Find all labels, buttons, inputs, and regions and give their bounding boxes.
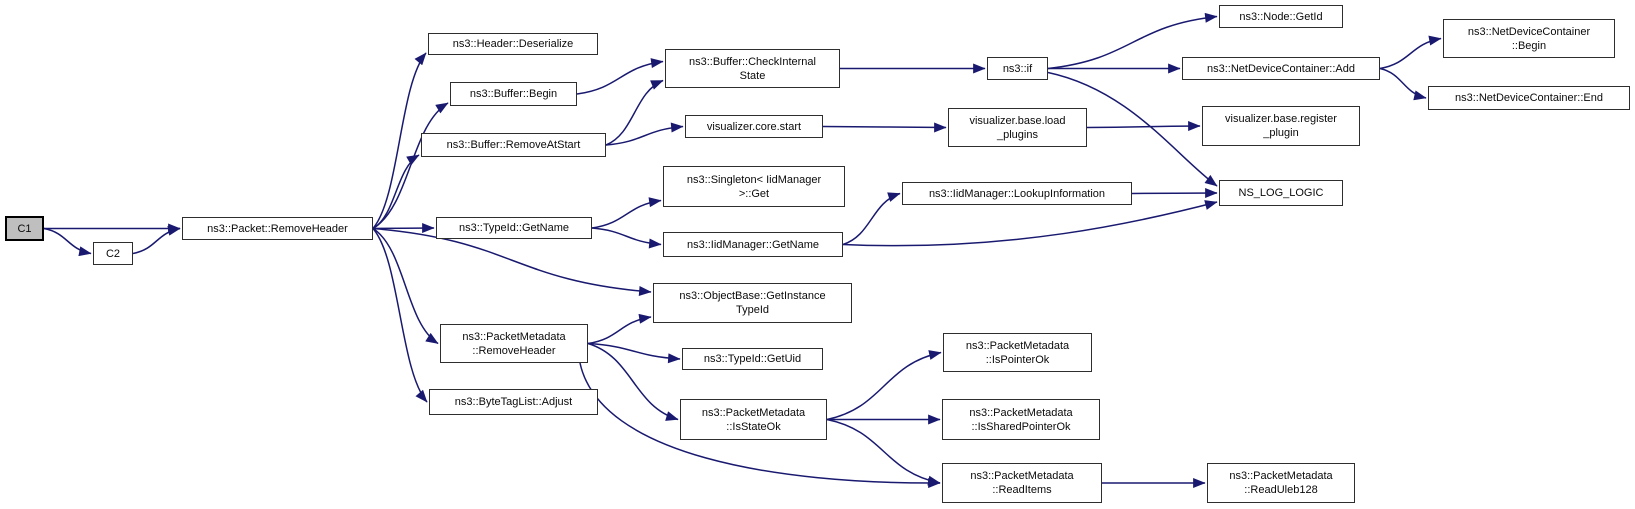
node-ns3-packetmetadata-issharedpointerok[interactable]: ns3::PacketMetadata ::IsSharedPointerOk (942, 399, 1100, 440)
edge-buffer_removeatstart-to-buffer_checkinternalstate (605, 79, 664, 146)
edge-packet_removeheader-to-header_deserialize (372, 52, 427, 229)
edge-pm_removeheader-to-objectbase_getinstancetypeid (587, 313, 652, 345)
node-c1: C1 (5, 216, 44, 241)
node-ns3-packetmetadata-isstateok[interactable]: ns3::PacketMetadata ::IsStateOk (680, 399, 827, 440)
edge-pm_isstateok-to-pm_readitems (826, 418, 941, 486)
node-ns3-buffer-removeatstart[interactable]: ns3::Buffer::RemoveAtStart (421, 133, 606, 157)
node-ns3-packetmetadata-ispointerok[interactable]: ns3::PacketMetadata ::IsPointerOk (943, 333, 1092, 372)
edge-c2-to-packet_removeheader (132, 225, 181, 255)
edge-vb_load_plugins-to-vb_register_plugin (1086, 121, 1201, 132)
edge-iid_lookupinformation-to-ns_log_logic (1131, 188, 1218, 199)
edge-buffer_begin-to-buffer_checkinternalstate (576, 58, 664, 95)
node-ns3-iidmanager-getname[interactable]: ns3::IidManager::GetName (663, 232, 843, 257)
edge-ns3_if-to-ns_log_logic (1047, 71, 1218, 187)
edge-iidmanager_getname-to-ns_log_logic (842, 200, 1218, 247)
node-ns3-typeid-getuid[interactable]: ns3::TypeId::GetUid (682, 348, 823, 370)
node-ns3-packetmetadata-removeheader[interactable]: ns3::PacketMetadata ::RemoveHeader (440, 324, 588, 363)
node-ns3-iidmanager-lookupinformation[interactable]: ns3::IidManager::LookupInformation (902, 182, 1132, 205)
edge-visualizer_core_start-to-vb_load_plugins (822, 122, 947, 133)
node-c2[interactable]: C2 (93, 242, 133, 265)
node-ns3-typeid-getname[interactable]: ns3::TypeId::GetName (436, 217, 592, 239)
node-ns3-header-deserialize[interactable]: ns3::Header::Deserialize (428, 33, 598, 55)
node-visualizer-core-start[interactable]: visualizer.core.start (685, 115, 823, 138)
node-ns3-packetmetadata-readuleb128[interactable]: ns3::PacketMetadata ::ReadUleb128 (1207, 463, 1355, 503)
node-ns3-packet-removeheader[interactable]: ns3::Packet::RemoveHeader (182, 217, 373, 240)
node-ns3-bytetaglist-adjust[interactable]: ns3::ByteTagList::Adjust (429, 389, 598, 415)
node-ns3-buffer-begin[interactable]: ns3::Buffer::Begin (450, 82, 577, 106)
edge-pm_isstateok-to-pm_ispointerok (826, 350, 942, 421)
node-ns3-if[interactable]: ns3::if (987, 57, 1048, 80)
edge-buffer_removeatstart-to-visualizer_core_start (605, 122, 684, 146)
edge-pm_removeheader-to-pm_isstateok (587, 342, 679, 421)
node-ns3-netdevicecontainer-add[interactable]: ns3::NetDeviceContainer::Add (1182, 57, 1380, 80)
node-ns-log-logic[interactable]: NS_LOG_LOGIC (1219, 180, 1343, 206)
edge-typeid_getname-to-singleton_get (591, 197, 662, 229)
node-ns3-packetmetadata-readitems[interactable]: ns3::PacketMetadata ::ReadItems (942, 463, 1102, 503)
node-ns3-singleton-iidmanager-get[interactable]: ns3::Singleton< IidManager >::Get (663, 166, 845, 207)
edge-typeid_getname-to-iidmanager_getname (591, 227, 662, 249)
edge-packet_removeheader-to-bytetaglist_adjust (372, 228, 428, 403)
edge-packet_removeheader-to-typeid_getname (372, 223, 435, 234)
node-visualizer-base-register-plugin[interactable]: visualizer.base.register _plugin (1202, 106, 1360, 146)
edge-packet_removeheader-to-buffer_removeatstart (372, 154, 420, 230)
edge-packet_removeheader-to-pm_removeheader (372, 227, 439, 345)
node-ns3-netdevicecontainer-end[interactable]: ns3::NetDeviceContainer::End (1428, 86, 1630, 110)
node-ns3-node-getid[interactable]: ns3::Node::GetId (1219, 5, 1343, 28)
node-ns3-objectbase-getinstancetypeid[interactable]: ns3::ObjectBase::GetInstance TypeId (653, 283, 852, 323)
edge-ndc_add-to-ndc_begin (1379, 35, 1442, 70)
edge-iidmanager_getname-to-iid_lookupinformation (842, 192, 901, 246)
edge-c1-to-c2 (43, 227, 92, 257)
node-visualizer-base-load-plugins[interactable]: visualizer.base.load _plugins (948, 108, 1087, 147)
edge-ndc_add-to-ndc_end (1379, 67, 1427, 101)
edge-pm_removeheader-to-typeid_getuid (587, 342, 681, 364)
node-ns3-buffer-checkinternalstate[interactable]: ns3::Buffer::CheckInternal State (665, 49, 840, 88)
node-ns3-netdevicecontainer-begin[interactable]: ns3::NetDeviceContainer ::Begin (1443, 19, 1615, 58)
edge-packet_removeheader-to-objectbase_getinstancetypeid (372, 227, 652, 297)
edge-ns3_if-to-node_getid (1047, 12, 1218, 70)
edge-packet_removeheader-to-buffer_begin (372, 102, 449, 230)
